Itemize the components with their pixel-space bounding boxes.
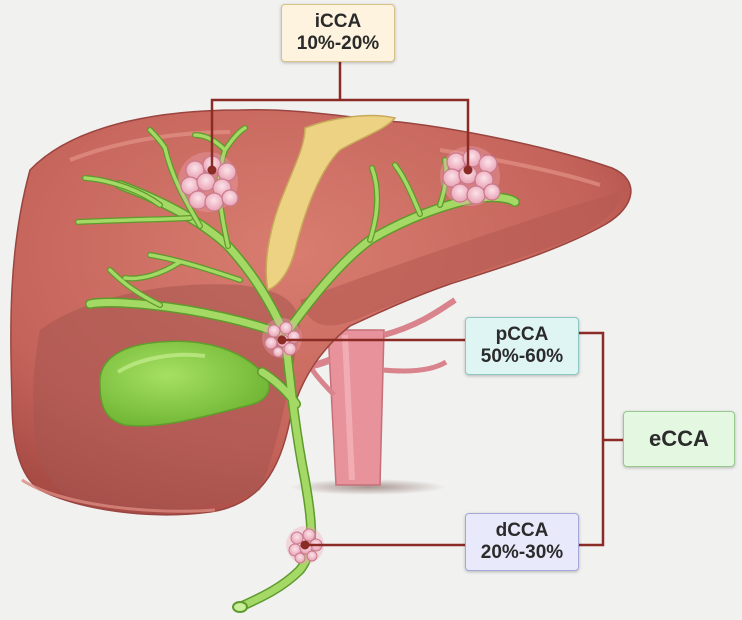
- connector-dots: [207, 165, 473, 550]
- gallbladder: [99, 340, 270, 427]
- connector-ecca: [579, 331, 623, 547]
- icca-label-box: iCCA 10%-20%: [281, 4, 395, 62]
- dot-icca-left: [463, 165, 473, 175]
- vena-cava: [254, 297, 457, 486]
- connector-lines: [210, 62, 623, 547]
- tumor-icca-left-lobe: [440, 146, 501, 206]
- pcca-name: pCCA: [495, 324, 549, 345]
- icca-range: 10%-20%: [296, 33, 380, 54]
- icca-name: iCCA: [314, 11, 362, 32]
- dcca-range: 20%-30%: [480, 542, 564, 563]
- pcca-label-box: pCCA 50%-60%: [465, 317, 579, 375]
- dcca-name: dCCA: [495, 520, 549, 541]
- tumor-icca-right-lobe: [178, 152, 239, 212]
- dot-icca-right: [207, 165, 217, 175]
- ecca-name: eCCA: [649, 426, 709, 451]
- dot-dcca: [300, 540, 310, 550]
- vessel-shadow: [290, 479, 446, 495]
- ecca-label-box: eCCA: [623, 411, 735, 467]
- pcca-range: 50%-60%: [480, 346, 564, 367]
- falciform-ligament: [265, 114, 397, 292]
- dot-pcca: [277, 335, 287, 345]
- dcca-label-box: dCCA 20%-30%: [465, 513, 579, 571]
- connector-icca: [210, 62, 470, 168]
